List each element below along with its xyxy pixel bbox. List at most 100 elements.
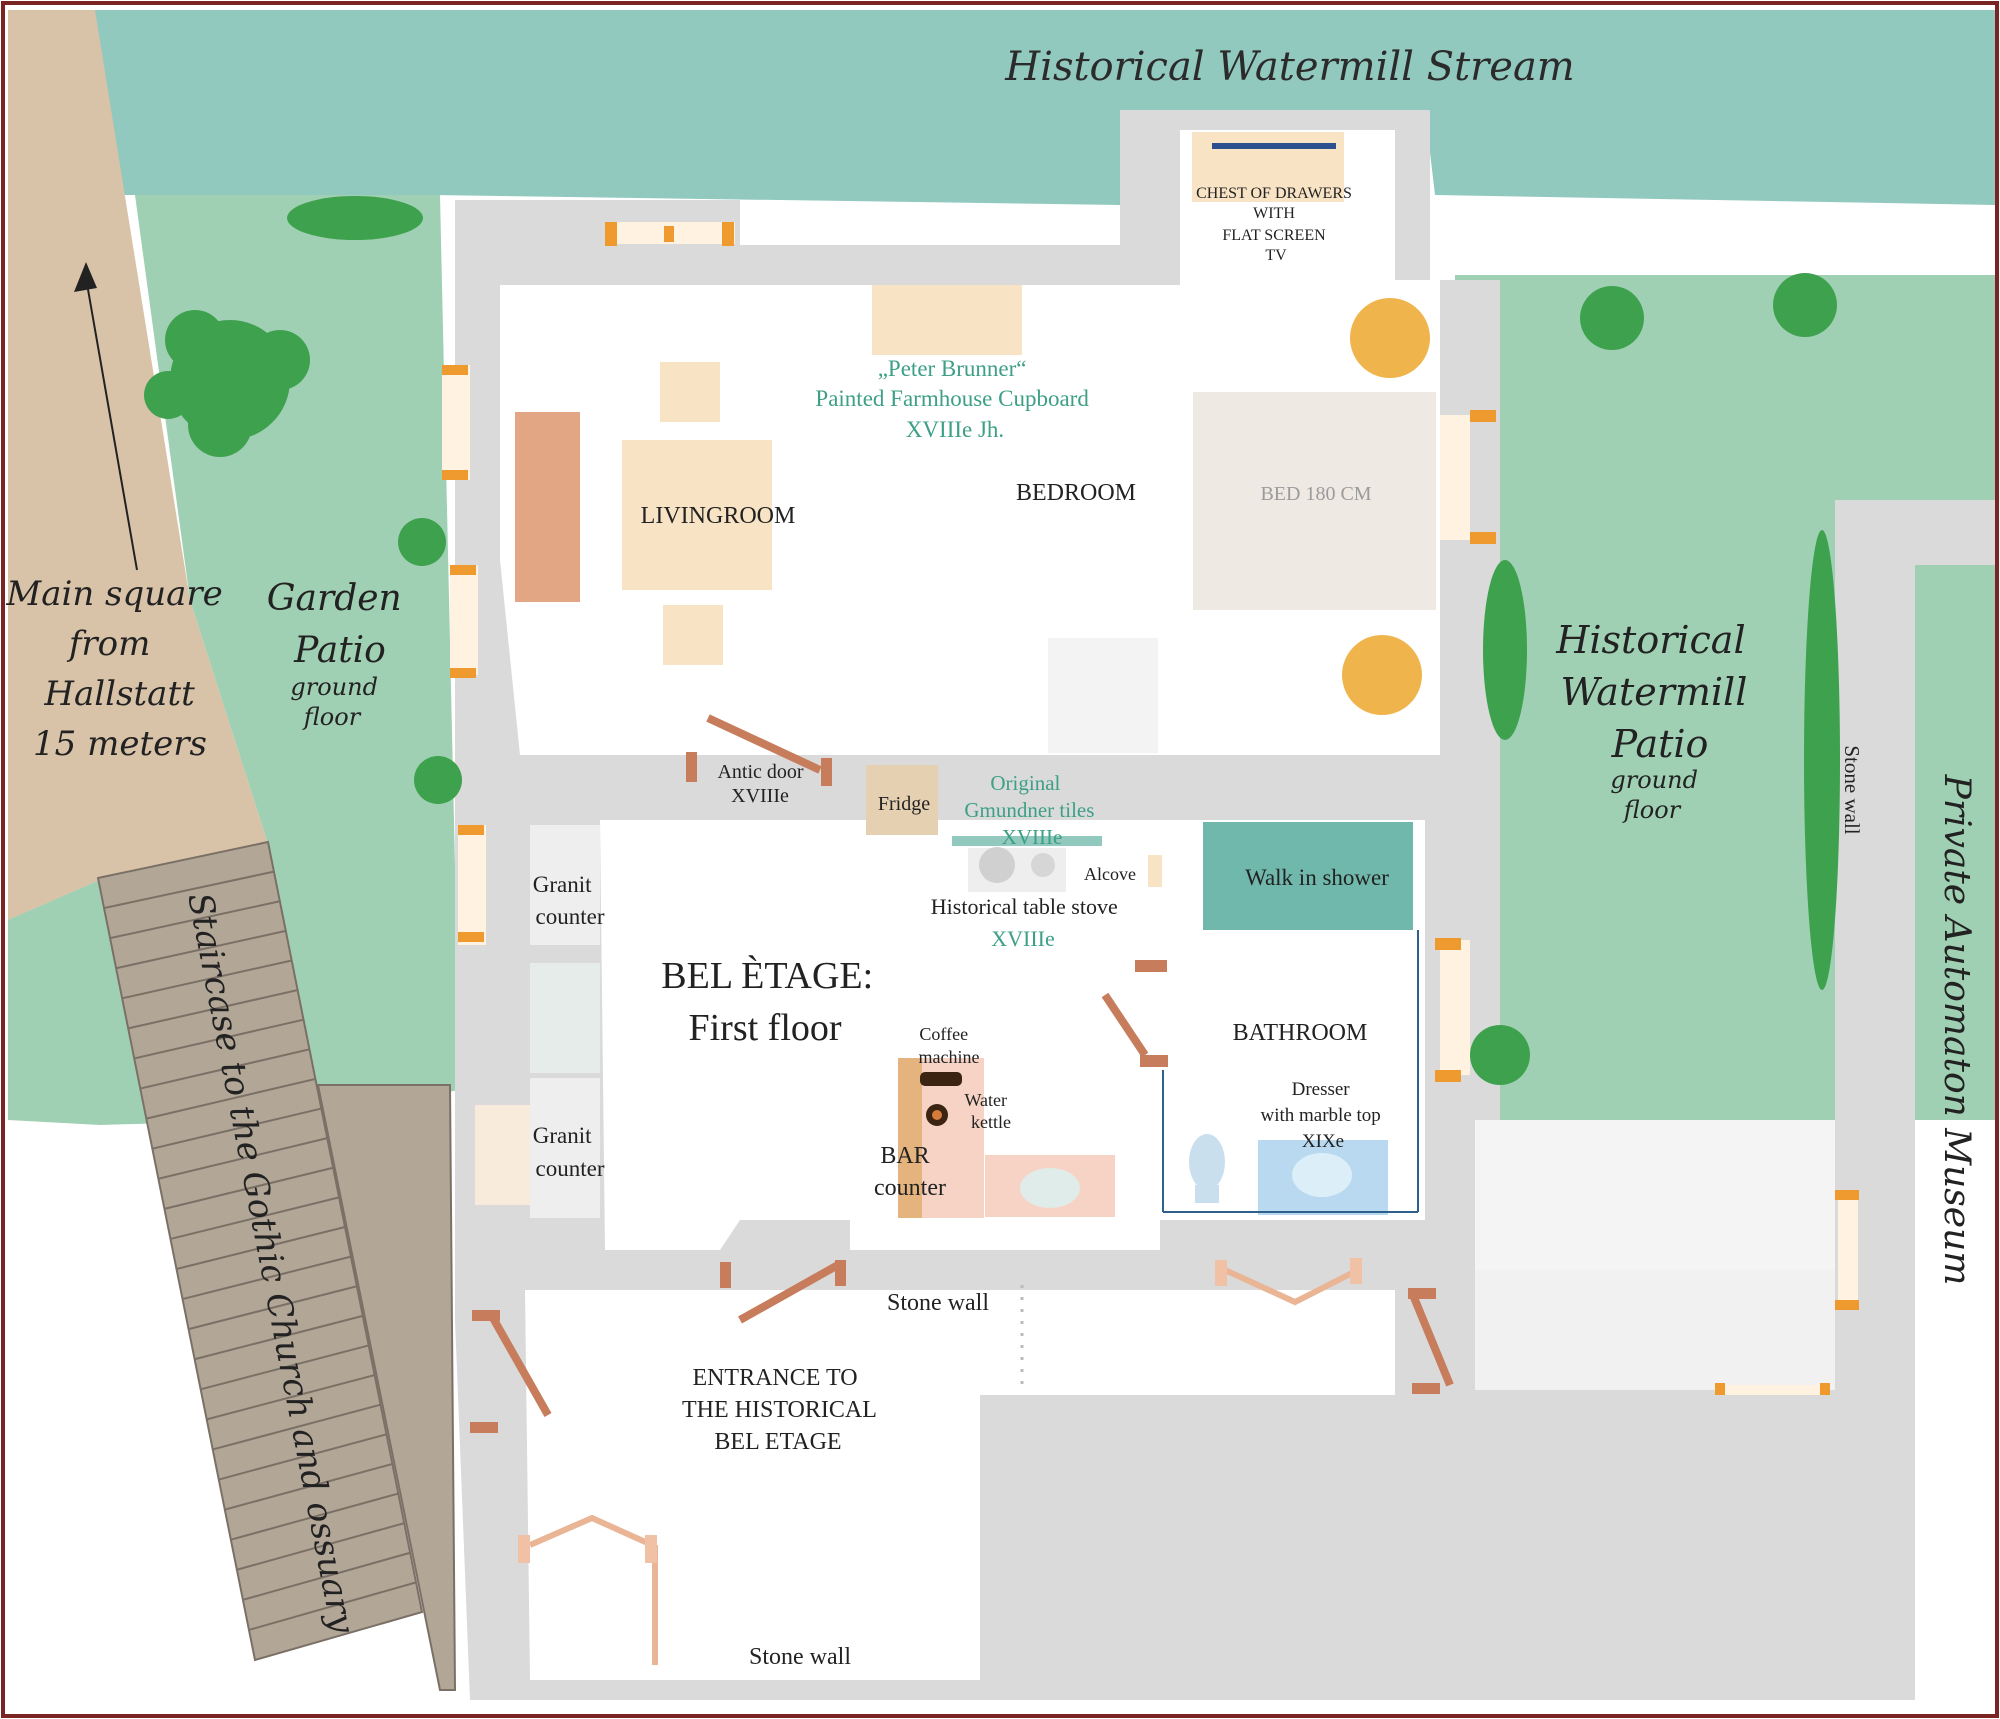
stair-step — [248, 1581, 417, 1631]
bathroom-label: BATHROOM — [1233, 1020, 1368, 1046]
stair-step — [194, 1314, 364, 1361]
granit-counter-1 — [530, 825, 600, 945]
stair-step — [230, 1492, 399, 1541]
stair-step — [140, 1048, 310, 1090]
livingroom-label: LIVINGROOM — [641, 503, 796, 529]
stair-step — [103, 870, 275, 910]
shrub-patio-3 — [1470, 1025, 1530, 1085]
stair-step — [200, 1344, 369, 1391]
entrance-floor — [525, 1290, 1395, 1680]
cupboard-label: „Peter Brunner“ Painted Farmhouse Cupboa… — [815, 356, 1094, 442]
stair-step — [188, 1285, 358, 1331]
stair-step — [170, 1196, 340, 1240]
sofa — [515, 412, 580, 602]
museum-label: Private Automaton Museum — [1936, 774, 1977, 1286]
granit-counter-label-1: Granit counter — [533, 872, 605, 929]
stream-label: Historical Watermill Stream — [1004, 44, 1574, 90]
water-kettle-icon-core — [932, 1110, 942, 1120]
chest-label: CHEST OF DRAWERS WITH FLAT SCREEN TV — [1196, 185, 1356, 264]
direction-arrow-head — [74, 262, 97, 292]
walk-in-shower — [1203, 822, 1413, 930]
granit-counter-3 — [475, 1105, 530, 1205]
bathroom-basin — [1292, 1153, 1352, 1197]
lower-right-block — [965, 1390, 1915, 1700]
fridge — [866, 765, 938, 835]
historical-table-stove — [968, 847, 1066, 892]
stair-step — [134, 1018, 304, 1060]
stove-label: Historical table stove XVIIIe — [931, 894, 1123, 951]
shrub-patio-2 — [1773, 273, 1837, 337]
fridge-label: Fridge — [878, 793, 930, 815]
garden-floor-label: ground floor — [290, 673, 385, 731]
stone-wall-vertical-label: Stone wall — [1840, 745, 1864, 834]
living-table — [622, 440, 772, 590]
dresser-label: Dresser with marble top XIXe — [1260, 1079, 1385, 1152]
coffee-machine-icon — [920, 1072, 962, 1086]
stone-wall-middle-label: Stone wall — [887, 1290, 989, 1316]
granit-counter-2 — [530, 963, 600, 1073]
living-chair-top — [660, 362, 720, 422]
bedside-lamp-bottom — [1342, 635, 1422, 715]
lower-left-green — [8, 880, 110, 1120]
direction-arrow — [85, 277, 138, 571]
shrub-top-left — [287, 196, 423, 240]
stair-steps — [103, 870, 417, 1631]
main-square-area — [8, 10, 270, 920]
bed — [1193, 392, 1436, 610]
stair-step — [121, 959, 292, 1000]
alcove-shelf — [1148, 855, 1162, 887]
stair-step — [158, 1137, 328, 1180]
shrub-garden-1 — [398, 518, 446, 566]
granit-counter-4 — [530, 1078, 600, 1218]
hedge-patio-left — [1483, 560, 1527, 740]
stair-step — [218, 1433, 387, 1481]
bar-sink — [1020, 1168, 1080, 1208]
toilet-icon — [1189, 1134, 1225, 1190]
gmundner-tiles — [952, 836, 1102, 846]
bar-counter-label: BAR counter — [874, 1143, 946, 1201]
main-square-label: Main square from Hallstatt 15 meters — [5, 574, 233, 764]
hedge-patio-right — [1804, 530, 1840, 990]
bedroom-label: BEDROOM — [1016, 480, 1136, 506]
stair-step — [146, 1077, 316, 1120]
living-chair-bottom — [663, 605, 723, 665]
bed-label: BED 180 CM — [1260, 483, 1371, 505]
stair-step — [115, 929, 286, 970]
stair-step — [242, 1551, 411, 1601]
doors — [489, 714, 1454, 1665]
farmhouse-cupboard — [872, 285, 1022, 355]
tree-garden-large — [144, 310, 310, 457]
stair-step — [176, 1226, 346, 1270]
stair-step — [212, 1403, 381, 1451]
stair-step — [206, 1374, 375, 1421]
antic-door-label: Antic door XVIIIe — [717, 761, 808, 807]
watermill-patio-label: Historical Watermill Patio — [1555, 618, 1759, 766]
stone-wall-bottom-label: Stone wall — [749, 1644, 851, 1670]
door-jambs — [470, 752, 1440, 1563]
lower-right-floor — [1475, 1270, 1835, 1390]
stair-step — [182, 1255, 352, 1301]
shrub-garden-2 — [414, 756, 462, 804]
bedside-lamp-top — [1350, 298, 1430, 378]
stair-step — [164, 1166, 334, 1210]
coffee-machine-label: Coffee machine — [919, 1024, 980, 1067]
flat-screen-tv — [1212, 143, 1336, 149]
kitchen-floor — [600, 820, 1160, 1250]
tiles-label: Original Gmundner tiles XVIIIe — [964, 771, 1099, 849]
stair-step — [224, 1462, 393, 1511]
alcove-label: Alcove — [1084, 864, 1136, 884]
stair-step — [236, 1522, 405, 1571]
watermill-floor-label: ground floor — [1610, 766, 1705, 824]
stair-step — [109, 900, 281, 940]
granit-counter-label-2: Granit counter — [533, 1123, 605, 1181]
windows — [442, 222, 1859, 1395]
staircase — [96, 840, 457, 1691]
garden-patio-label: Garden Patio — [267, 578, 413, 671]
watermill-stream — [95, 10, 1995, 205]
toilet-tank — [1195, 1185, 1219, 1203]
wardrobe-bedroom — [1048, 638, 1158, 753]
water-kettle-label: Water kettle — [964, 1090, 1011, 1132]
shower-label: Walk in shower — [1245, 865, 1389, 890]
